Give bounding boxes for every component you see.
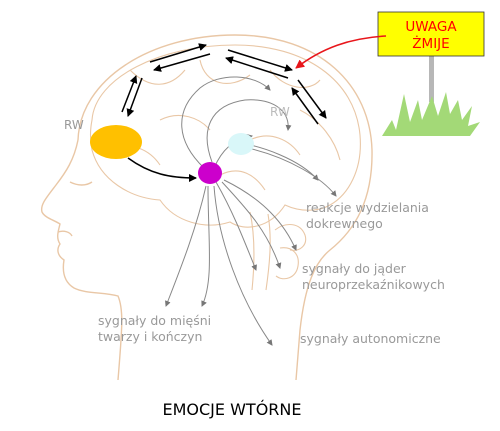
pathway-arrow [201, 185, 210, 307]
loop-arrow [121, 75, 138, 113]
loop-arrow [297, 79, 327, 119]
pathway-arrow [215, 181, 257, 271]
endocrine-label-line2: dokrewnego [306, 216, 383, 231]
loop-arrow [153, 53, 211, 72]
pathway-arrow [165, 185, 207, 307]
face-muscles-label-line1: sygnały do mięśni [98, 313, 211, 328]
pathway-arrow [223, 179, 297, 251]
sign-text-line2: ŻMIJE [412, 34, 449, 52]
pathway-arrow [181, 76, 271, 169]
endocrine-label-line1: reakcje wydzielania [306, 200, 429, 215]
rw-left-label: RW [64, 118, 84, 132]
neurotransmitter-label-line2: neuroprzekaźnikowych [302, 277, 445, 292]
pathway-arrow [213, 185, 273, 346]
sign-post [429, 56, 434, 102]
loop-arrow [149, 43, 207, 63]
prefrontal-cortex-region [90, 125, 142, 159]
face-muscles-label-line2: twarzy i kończyn [98, 329, 202, 344]
diagram-caption: EMOCJE WTÓRNE [163, 400, 302, 419]
pathway-labels: reakcje wydzielania dokrewnego sygnały d… [98, 200, 445, 346]
pathway-arrow [206, 99, 292, 163]
sign-board [377, 11, 485, 57]
head-outline [40, 34, 373, 381]
neurotransmitter-label-line1: sygnały do jąder [302, 261, 407, 276]
pathway-arrow [247, 147, 337, 197]
grass-icon [382, 92, 480, 136]
prefrontal-to-amygdala-arrow [127, 157, 197, 182]
loop-arrow [126, 77, 143, 117]
sign-text-line1: UWAGA [405, 19, 457, 35]
autonomic-label: sygnały autonomiczne [300, 331, 441, 346]
pathway-arrow [221, 181, 282, 269]
hypothalamus-region [228, 133, 254, 155]
cortical-loop-arrows [121, 43, 327, 182]
loop-arrow [291, 87, 319, 125]
amygdala-region [198, 162, 222, 184]
loop-arrow [225, 56, 289, 79]
alert-arrow [295, 35, 387, 69]
loop-arrow [227, 49, 293, 72]
brain-outline [89, 44, 361, 291]
rw-right-label: RW [270, 105, 290, 119]
snake-warning-sign: UWAGA ŻMIJE [377, 11, 485, 136]
output-pathways [165, 76, 337, 346]
